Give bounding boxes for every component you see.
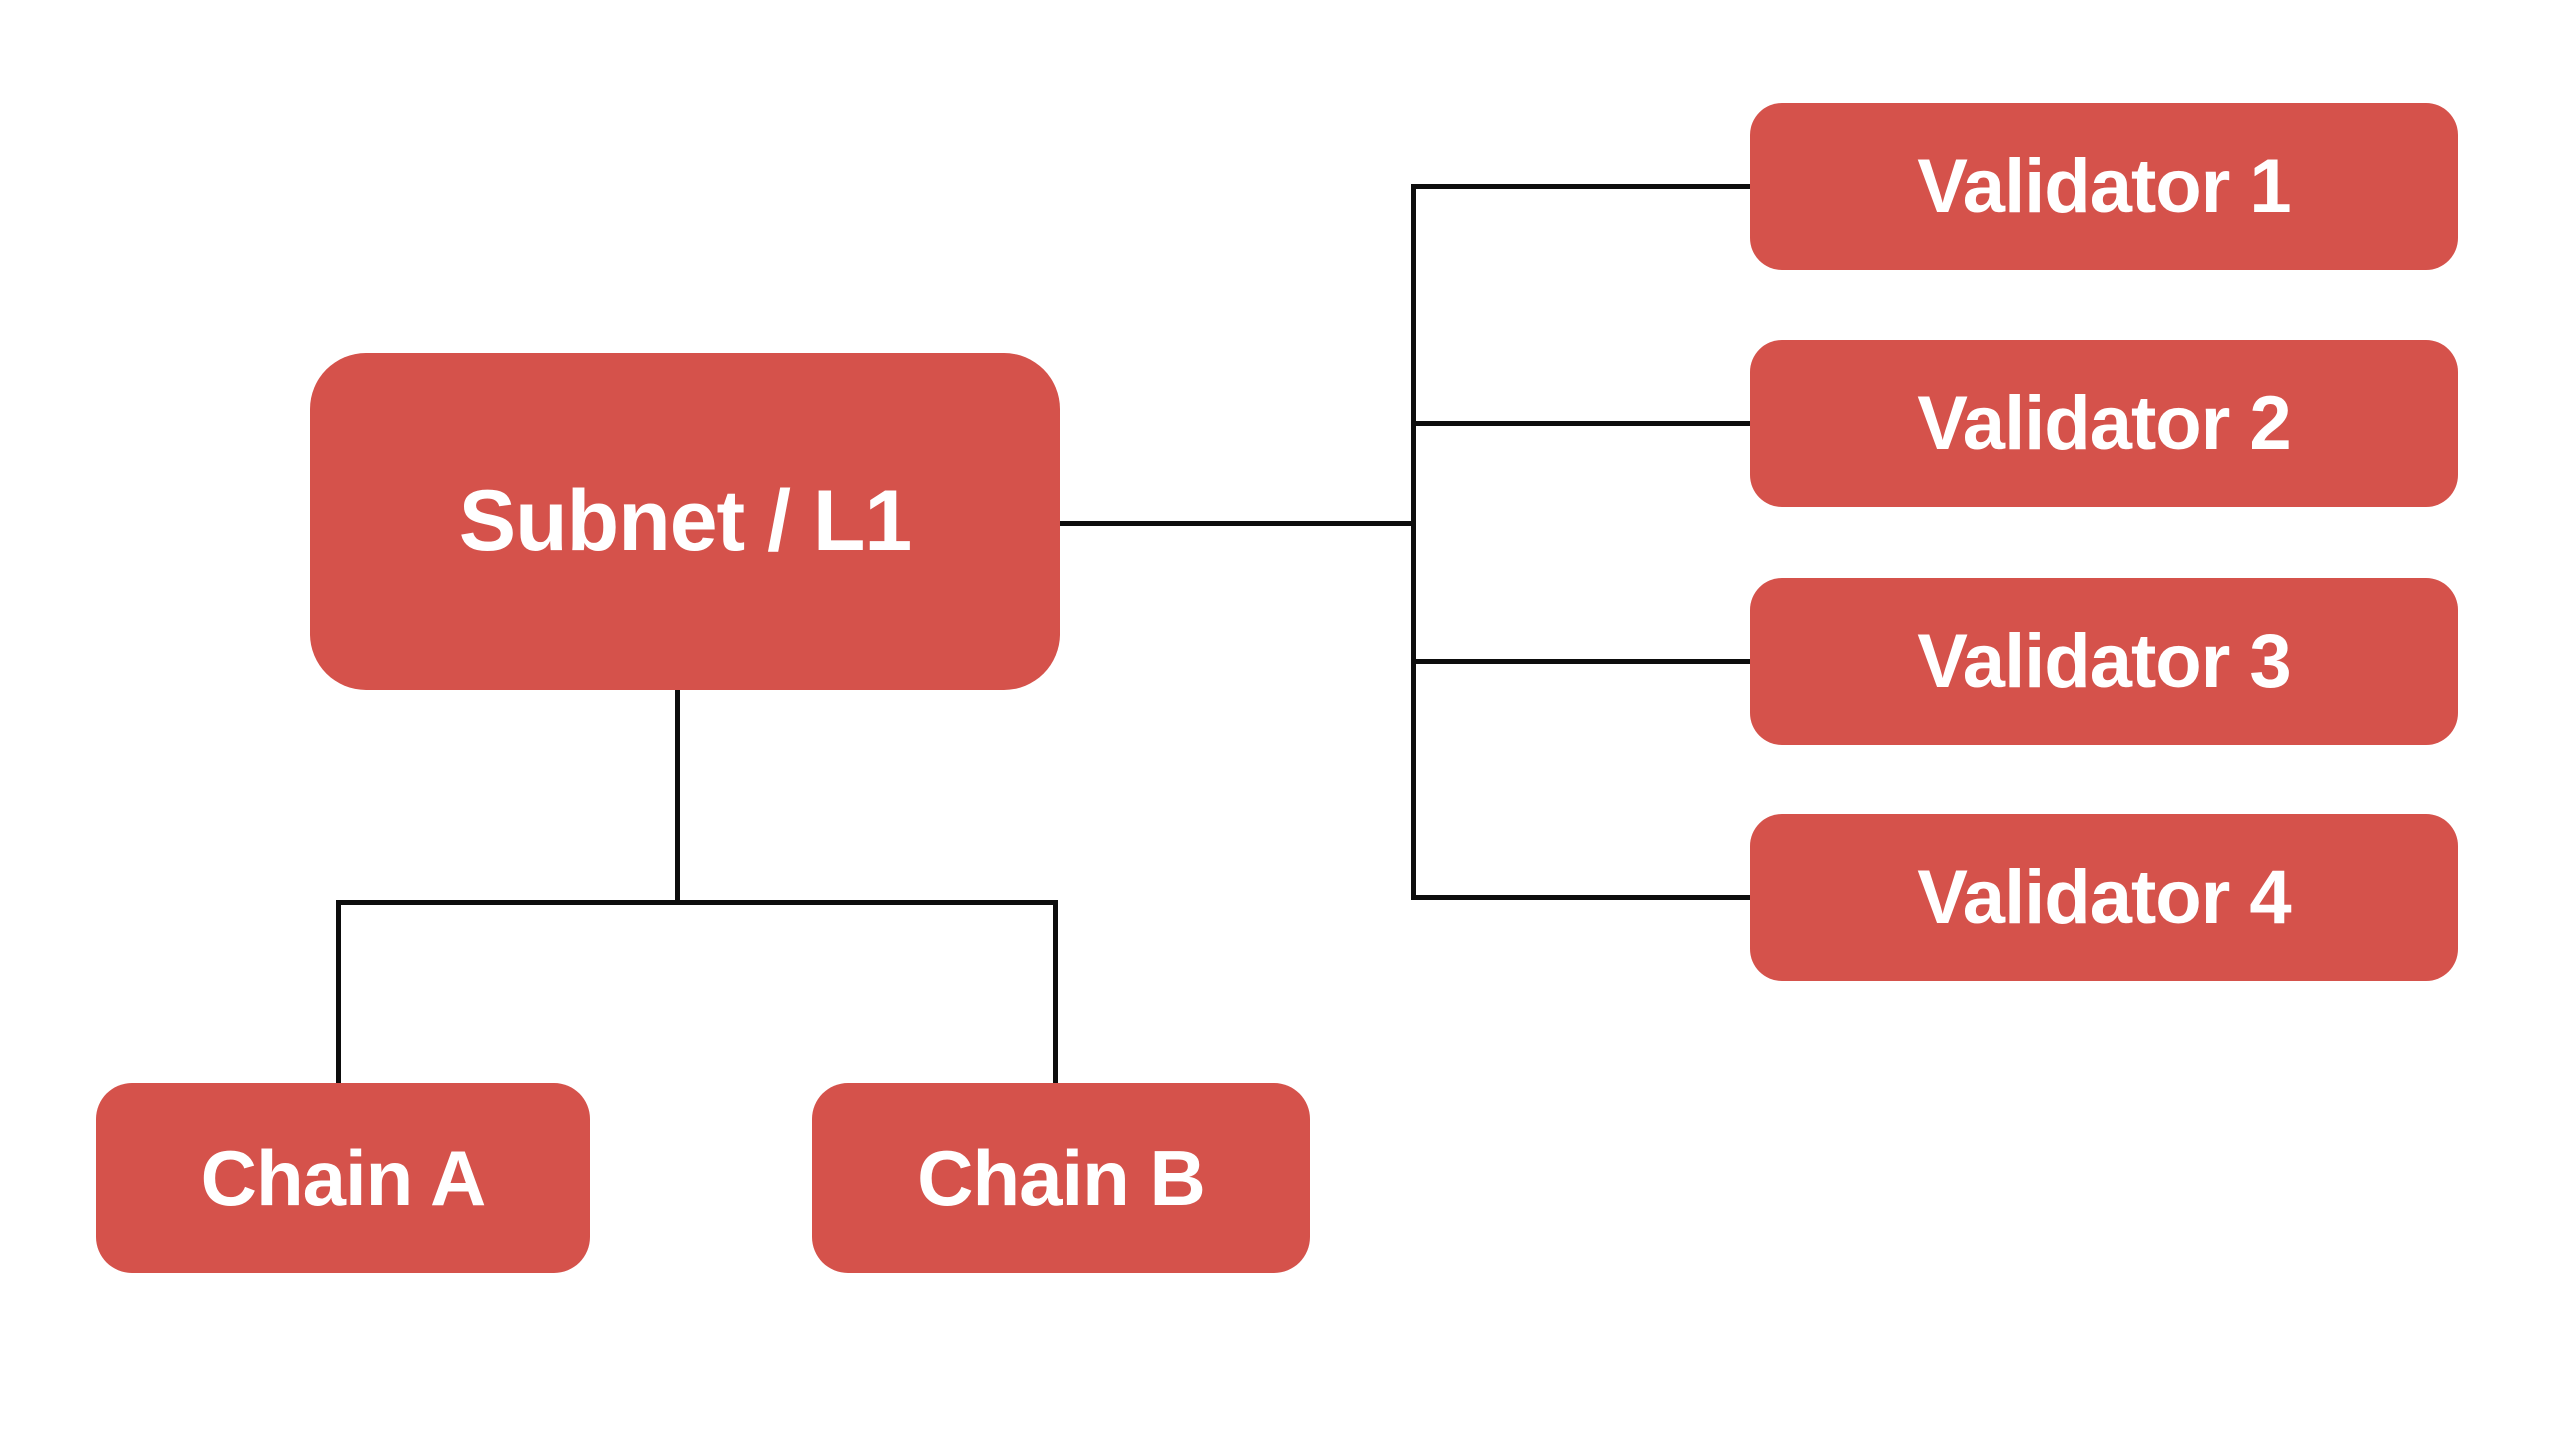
node-chain-b-label: Chain B [917, 1133, 1206, 1222]
node-chain-a-label: Chain A [200, 1133, 487, 1222]
node-validator-4-label: Validator 4 [1917, 855, 2291, 940]
node-validator-2-label: Validator 2 [1917, 381, 2291, 466]
connector-validator-3-branch [1413, 659, 1750, 664]
node-validator-3: Validator 3 [1750, 578, 2458, 745]
connector-validator-4-branch [1413, 895, 1750, 900]
connector-chain-b-drop [1053, 900, 1058, 1083]
connector-validator-1-branch [1413, 184, 1750, 189]
connector-chains-horizontal [336, 900, 1058, 905]
connector-validator-2-branch [1413, 421, 1750, 426]
node-chain-a: Chain A [96, 1083, 590, 1273]
node-chain-b: Chain B [812, 1083, 1310, 1273]
connector-subnet-to-trunk [1056, 521, 1416, 526]
node-subnet-l1-label: Subnet / L1 [458, 473, 912, 569]
node-validator-3-label: Validator 3 [1917, 619, 2291, 704]
node-subnet-l1: Subnet / L1 [310, 353, 1060, 690]
node-validator-4: Validator 4 [1750, 814, 2458, 981]
node-validator-1: Validator 1 [1750, 103, 2458, 270]
connector-validators-trunk [1411, 184, 1416, 900]
node-validator-2: Validator 2 [1750, 340, 2458, 507]
connector-subnet-chains-stem [675, 688, 680, 905]
node-validator-1-label: Validator 1 [1917, 144, 2291, 229]
connector-chain-a-drop [336, 900, 341, 1083]
